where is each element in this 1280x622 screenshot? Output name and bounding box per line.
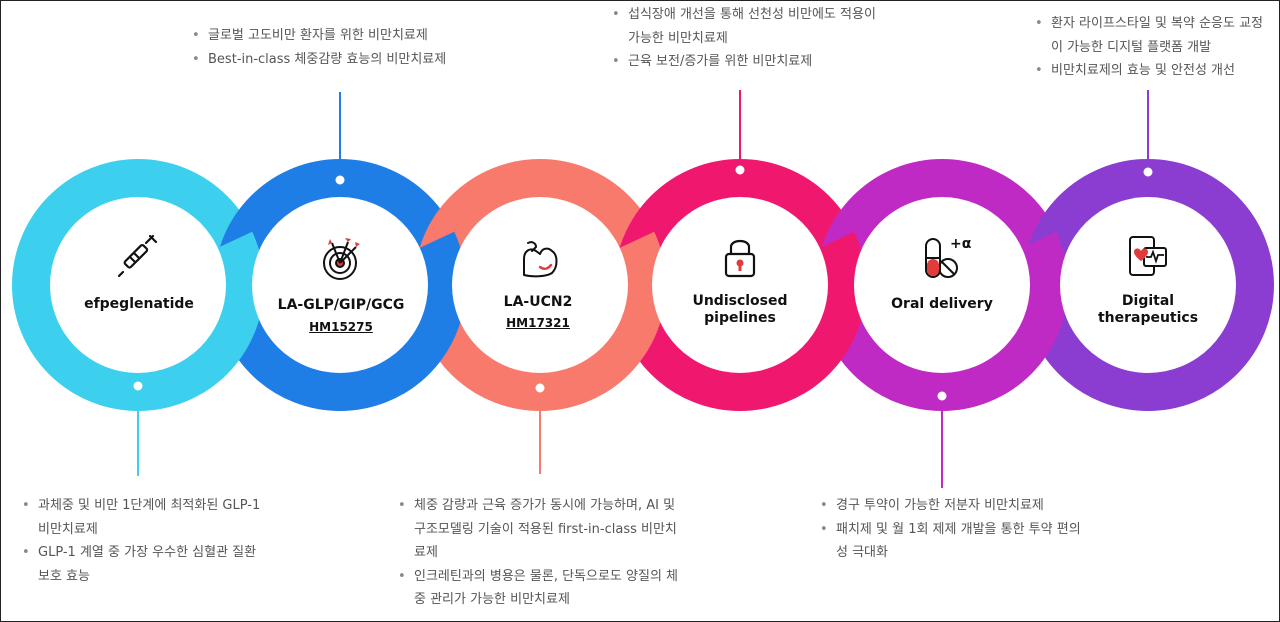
connector-dot-efpeglenatide [130, 378, 146, 394]
smartphone-heartbeat-icon [1129, 236, 1167, 276]
ring-overlap-la-glp-gip-gcg [382, 231, 466, 395]
notes-undisclosed: 섭식장애 개선을 통해 선천성 비만에도 적용이 가능한 비만치료제 근육 보전… [612, 3, 882, 74]
note-item: 경구 투약이 가능한 저분자 비만치료제 [820, 494, 1085, 518]
node-label-digital-therapeutics: Digital therapeutics [1097, 293, 1199, 326]
node-label-efpeglenatide: efpeglenatide [84, 296, 194, 312]
notes-digital-therapeutics: 환자 라이프스타일 및 복약 순응도 교정이 가능한 디지털 플랫폼 개발 비만… [1035, 12, 1267, 83]
ring-center-oral-delivery [854, 197, 1030, 373]
connector-dot-la-ucn2 [532, 380, 548, 396]
node-label-la-glp-gip-gcg: LA-GLP/GIP/GCG [277, 297, 405, 313]
note-item: 인크레틴과의 병용은 물론, 단독으로도 양질의 체중 관리가 가능한 비만치료… [398, 565, 688, 612]
pen-injector-icon [117, 234, 158, 278]
notes-efpeglenatide: 과체중 및 비만 1단계에 최적화된 GLP-1 비만치료제 GLP-1 계열 … [22, 494, 262, 588]
note-item: 글로벌 고도비만 환자를 위한 비만치료제 [192, 24, 512, 48]
note-item: 과체중 및 비만 1단계에 최적화된 GLP-1 비만치료제 [22, 494, 262, 541]
note-item: 근육 보전/증가를 위한 비만치료제 [612, 50, 882, 74]
connector-dot-digital-therapeutics [1140, 164, 1156, 180]
note-item: 체중 감량과 근육 증가가 동시에 가능하며, AI 및 구조모델링 기술이 적… [398, 494, 688, 565]
target-arrows-icon [323, 238, 360, 280]
ring-center-undisclosed [652, 197, 828, 373]
pill-capsule-icon [925, 238, 958, 278]
note-item: 패치제 및 월 1회 제제 개발을 통한 투약 편의성 극대화 [820, 518, 1085, 565]
connector-dot-la-glp-gip-gcg [332, 172, 348, 188]
node-code-hm17321[interactable]: HM17321 [506, 316, 570, 330]
node-label-undisclosed: Undisclosed pipelines [692, 293, 788, 326]
connector-dot-undisclosed [732, 162, 748, 178]
ring-center-la-glp-gip-gcg [252, 197, 428, 373]
node-label-oral-delivery: Oral delivery [891, 296, 993, 312]
note-item: GLP-1 계열 중 가장 우수한 심혈관 질환 보호 효능 [22, 541, 262, 588]
flexed-arm-icon [523, 241, 558, 278]
ring-overlap-undisclosed [782, 231, 866, 395]
node-code-hm15275[interactable]: HM15275 [309, 320, 373, 334]
ring-center-digital-therapeutics [1060, 197, 1236, 373]
padlock-icon [724, 239, 756, 278]
note-item: 환자 라이프스타일 및 복약 순응도 교정이 가능한 디지털 플랫폼 개발 [1035, 12, 1267, 59]
notes-la-glp-gip-gcg: 글로벌 고도비만 환자를 위한 비만치료제 Best-in-class 체중감량… [192, 24, 512, 71]
ring-center-efpeglenatide [50, 197, 226, 373]
notes-oral-delivery: 경구 투약이 가능한 저분자 비만치료제 패치제 및 월 1회 제제 개발을 통… [820, 494, 1085, 565]
note-item: Best-in-class 체중감량 효능의 비만치료제 [192, 48, 512, 72]
ring-overlap-la-ucn2 [582, 231, 666, 395]
connector-dot-oral-delivery [934, 388, 950, 404]
notes-la-ucn2: 체중 감량과 근육 증가가 동시에 가능하며, AI 및 구조모델링 기술이 적… [398, 494, 688, 612]
ring-overlap-efpeglenatide [180, 231, 264, 395]
note-item: 비만치료제의 효능 및 안전성 개선 [1035, 59, 1267, 83]
plus-alpha-text: +α [950, 236, 972, 252]
node-label-la-ucn2: LA-UCN2 [503, 294, 573, 310]
note-item: 섭식장애 개선을 통해 선천성 비만에도 적용이 가능한 비만치료제 [612, 3, 882, 50]
ring-center-la-ucn2 [452, 197, 628, 373]
ring-overlap-oral-delivery [984, 231, 1068, 395]
